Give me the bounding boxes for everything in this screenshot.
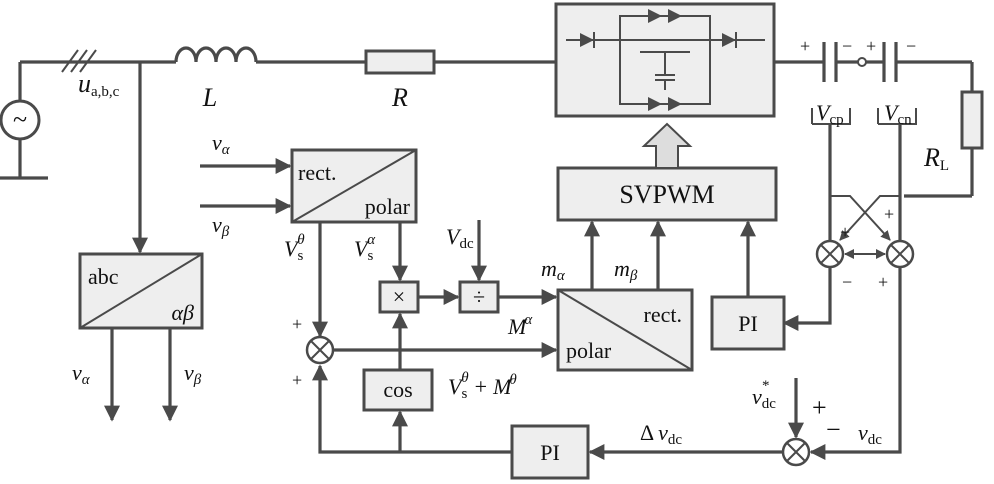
ac-symbol: ~: [13, 105, 27, 134]
svg-text:Vdc: Vdc: [446, 224, 474, 252]
sum-junction-cn: [885, 239, 915, 269]
svg-text:Mα: Mα: [507, 312, 533, 339]
pi-right-block: [710, 295, 786, 351]
svg-text:vdc: vdc: [858, 420, 882, 448]
svg-text:−: −: [842, 272, 852, 292]
svpwm-block: [556, 166, 778, 222]
svg-text:αβ: αβ: [171, 300, 194, 325]
source-voltage-label: ua,b,c: [78, 69, 120, 100]
sum-junction-vdc: [781, 437, 811, 467]
load-label: RL: [923, 143, 949, 174]
svg-text:mα: mα: [541, 256, 566, 284]
svg-text:rect.: rect.: [644, 302, 682, 327]
inductor-coil: [174, 46, 258, 63]
svg-text:Vcn: Vcn: [884, 100, 912, 128]
cos-block: [362, 368, 434, 412]
svg-text:Vcp: Vcp: [816, 100, 844, 128]
svpwm-to-converter-arrow: [641, 122, 693, 169]
diode-2-icon: [722, 33, 736, 47]
svg-text:−: −: [826, 415, 841, 444]
svg-text:polar: polar: [365, 194, 411, 219]
svg-text:vβ: vβ: [212, 212, 230, 240]
pi-right-label: PI: [738, 311, 758, 336]
converter-bridge: [554, 2, 776, 118]
load-resistor: [960, 90, 984, 150]
svg-text:+: +: [292, 370, 302, 390]
svg-text:−: −: [906, 36, 916, 56]
svg-text:−: −: [842, 36, 852, 56]
svg-text:mβ: mβ: [614, 256, 638, 284]
dc-capacitors: + − + −: [800, 36, 972, 82]
svg-text:+: +: [292, 314, 302, 334]
svg-text:abc: abc: [88, 264, 119, 289]
sum-junction-cp: [815, 239, 845, 269]
resistor-label: R: [391, 83, 408, 112]
svg-text:Vsα: Vsα: [354, 232, 376, 264]
svg-text:+: +: [866, 36, 876, 56]
ac-source: ~: [0, 62, 48, 180]
svg-text:+: +: [878, 272, 888, 292]
svg-text:+: +: [840, 222, 850, 242]
svg-text:rect.: rect.: [298, 160, 336, 185]
svg-text:polar: polar: [566, 338, 612, 363]
svg-text:×: ×: [393, 284, 405, 309]
multiply-block: [378, 280, 420, 314]
inductor-label: L: [202, 83, 217, 112]
svg-text:Vsθ: Vsθ: [284, 232, 305, 264]
svg-text:cos: cos: [383, 377, 412, 402]
svg-text:+: +: [800, 36, 810, 56]
svg-text:vβ: vβ: [184, 360, 202, 388]
svg-text:vα: vα: [212, 130, 231, 158]
resistor: [364, 49, 436, 75]
vcp-bracket: [811, 108, 851, 125]
sum-junction-theta: [305, 335, 335, 365]
svg-text:÷: ÷: [473, 284, 485, 309]
svg-text:+: +: [884, 204, 894, 224]
svg-text:vdc*: vdc*: [752, 378, 776, 412]
svg-text:Vsθ+Mθ: Vsθ+Mθ: [448, 370, 517, 402]
vcn-bracket: [877, 108, 917, 125]
diode-1-icon: [580, 33, 594, 47]
three-phase-hatch: [61, 49, 97, 73]
svg-text:+: +: [812, 393, 827, 422]
svg-text:vα: vα: [72, 360, 91, 388]
svpwm-label: SVPWM: [619, 180, 714, 209]
svg-text:PI: PI: [540, 440, 560, 465]
